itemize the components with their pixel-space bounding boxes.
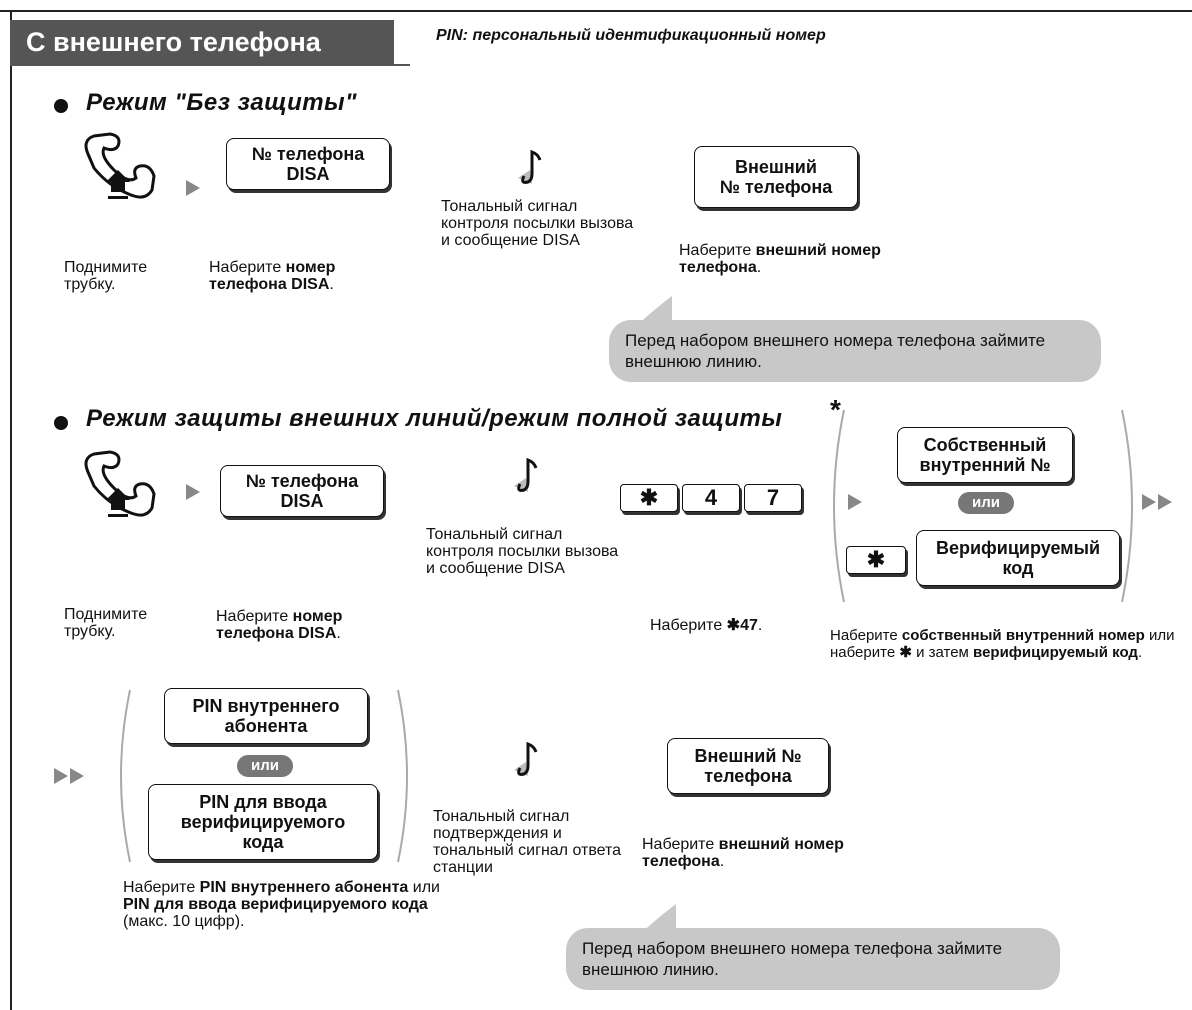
- right-triangle-arrow-icon: [186, 180, 200, 196]
- bubble-tail: [640, 904, 676, 934]
- frame-top-line: [0, 10, 1192, 12]
- option-group-brackets: [833, 409, 1133, 603]
- musical-note-icon: [518, 149, 542, 184]
- handset-off-hook-icon: [84, 132, 156, 199]
- section1-title: Режим "Без защиты": [86, 89, 358, 116]
- section-bullet: [54, 416, 68, 430]
- step-lift-handset: Поднимите трубку.: [64, 606, 148, 640]
- double-right-arrow-icon: [54, 768, 84, 784]
- pin-definition-note: PIN: персональный идентификационный номе…: [436, 27, 826, 44]
- step-dial-pin: Наберите PIN внутреннего абонента или PI…: [123, 879, 440, 930]
- key-4: 4: [682, 484, 740, 512]
- note-bubble: Перед набором внешнего номера телефона з…: [609, 320, 1101, 382]
- tone-caption: Тональный сигнал контроля посылки вызова…: [426, 526, 619, 577]
- section-bullet: [54, 99, 68, 113]
- musical-note-icon: [514, 457, 538, 492]
- step-dial-disa: Наберите номер телефона DISA.: [209, 259, 336, 293]
- frame-left-line: [10, 10, 12, 1010]
- step-dial-external: Наберите внешний номер телефона.: [679, 242, 881, 276]
- right-triangle-arrow-icon: [186, 484, 200, 500]
- double-right-arrow-icon: [1142, 494, 1172, 510]
- right-triangle-arrow-icon: [848, 494, 862, 510]
- footnote-asterisk: *: [830, 394, 841, 425]
- handset-off-hook-icon: [84, 450, 156, 517]
- page-title: С внешнего телефона: [10, 20, 394, 64]
- tone-caption: Тональный сигнал контроля посылки вызова…: [441, 198, 634, 249]
- key-7: 7: [744, 484, 802, 512]
- step-lift-handset: Поднимите трубку.: [64, 259, 148, 293]
- step-dial-external: Наберите внешний номер телефона.: [642, 836, 844, 870]
- key-star: ✱: [620, 484, 678, 512]
- or-separator: или: [958, 492, 1014, 514]
- step-dial-star47: Наберите ✱47.: [650, 617, 763, 634]
- note-bubble: Перед набором внешнего номера телефона з…: [566, 928, 1060, 990]
- confirmation-tone-caption: Тональный сигнал подтверждения и тональн…: [433, 808, 622, 876]
- key-star: ✱: [846, 546, 906, 574]
- or-separator: или: [237, 755, 293, 777]
- option-group-brackets: [120, 689, 408, 863]
- title-underline: [10, 64, 410, 66]
- step-dial-disa: Наберите номер телефона DISA.: [216, 608, 343, 642]
- section2-title: Режим защиты внешних линий/режим полной …: [86, 405, 783, 432]
- step-dial-own-or-verify: Наберите собственный внутренний номер ил…: [830, 627, 1175, 661]
- musical-note-icon: [514, 741, 538, 776]
- bubble-tail: [636, 296, 672, 326]
